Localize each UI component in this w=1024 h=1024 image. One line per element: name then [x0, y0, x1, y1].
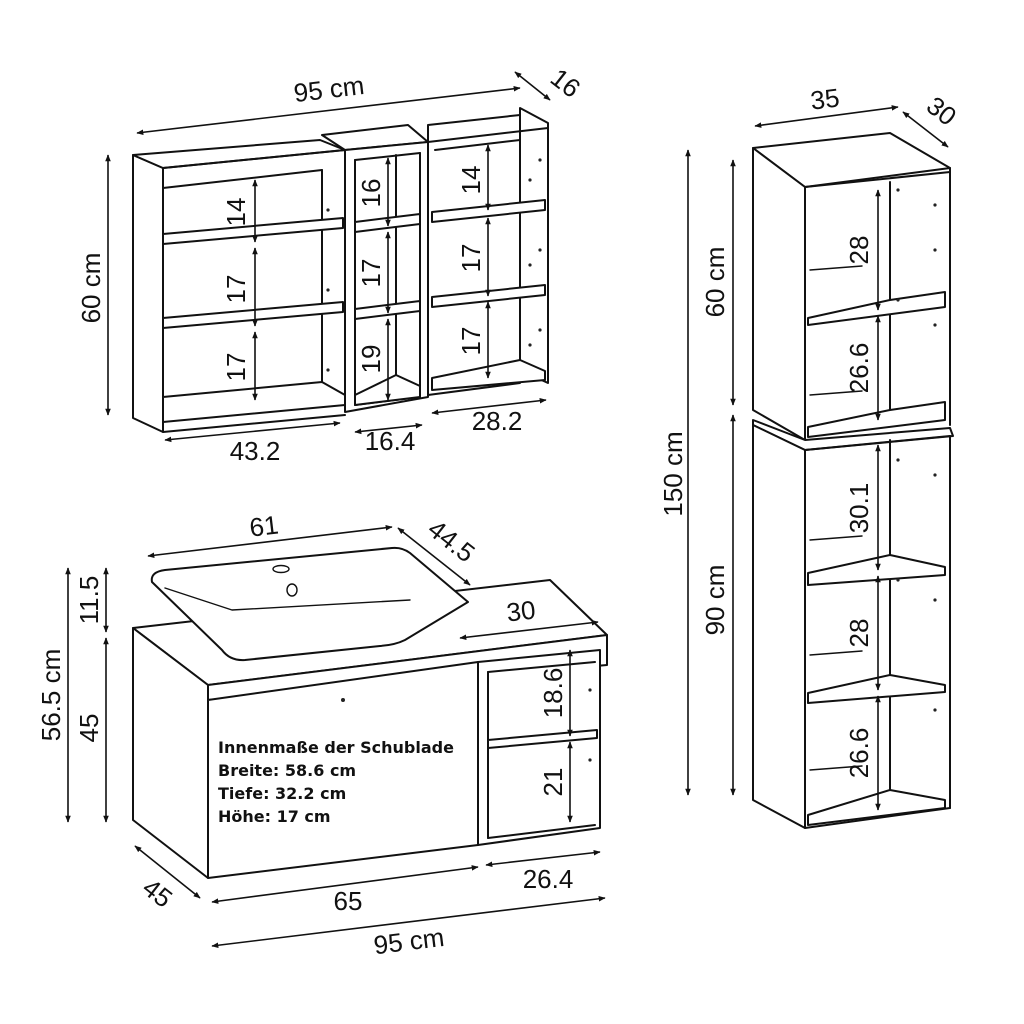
cabinet-depth-label: 30: [921, 90, 962, 131]
shelf-height-label: 60 cm: [76, 253, 106, 324]
shelf-section-width-label: 26.4: [523, 864, 574, 894]
top-depth-label: 30: [505, 594, 537, 627]
cabinet-lower-compartment-3: 26.6: [844, 728, 874, 779]
cabinet-width-label: 35: [809, 82, 841, 115]
cabinet-upper-height-label: 60 cm: [700, 247, 730, 318]
tall-cabinet-lower: [752, 419, 954, 829]
cabinet-upper-compartment-1: 28: [844, 236, 874, 265]
basin-width-label: 61: [248, 509, 280, 542]
drawer-inner-dimensions-note: Innenmaße der Schublade Breite: 58.6 cm …: [218, 738, 454, 826]
shelf-left-compartment-1: 14: [221, 198, 251, 227]
vanity-shelf-compartment-1: 18.6: [538, 668, 568, 719]
shelf-middle-width-label: 16.4: [365, 426, 416, 456]
shelf-left-compartment-2: 17: [221, 275, 251, 304]
cabinet-lower-compartment-1: 30.1: [844, 483, 874, 534]
vanity-total-height-label: 56.5 cm: [36, 649, 66, 742]
cabinet-upper-compartment-2: 26.6: [844, 343, 874, 394]
cabinet-lower-compartment-2: 28: [844, 619, 874, 648]
shelf-right-width-label: 28.2: [472, 406, 523, 436]
shelf-right-compartment-1: 14: [456, 166, 486, 195]
drawer-note-width: Breite: 58.6 cm: [218, 761, 356, 780]
vanity-total-width-label: 95 cm: [372, 922, 446, 960]
shelf-middle-compartment-1: 16: [356, 179, 386, 208]
drawer-note-height: Höhe: 17 cm: [218, 807, 331, 826]
washbasin: [150, 546, 469, 662]
drawer-note-depth: Tiefe: 32.2 cm: [218, 784, 346, 803]
wall-shelf-left-unit: [132, 139, 346, 433]
vanity-shelf-compartment-2: 21: [538, 768, 568, 797]
shelf-right-compartment-2: 17: [456, 244, 486, 273]
cabinet-height-label: 45: [74, 714, 104, 743]
shelf-width-label: 95 cm: [292, 70, 366, 108]
cabinet-lower-height-label: 90 cm: [700, 565, 730, 636]
drawer-width-label: 65: [334, 886, 363, 916]
drawer-front: [207, 661, 479, 879]
shelf-left-compartment-3: 17: [221, 353, 251, 382]
tall-cabinet: 35 30 150 cm 60 cm 90 cm 28 26.6 30.1 28…: [658, 82, 962, 829]
shelf-right-compartment-3: 17: [456, 327, 486, 356]
shelf-middle-compartment-2: 17: [356, 259, 386, 288]
vanity-depth-label: 45: [137, 872, 178, 913]
drawer-note-title: Innenmaße der Schublade: [218, 738, 454, 757]
cabinet-total-height-label: 150 cm: [658, 431, 688, 516]
shelf-depth-label: 16: [545, 62, 586, 103]
shelf-middle-compartment-3: 19: [356, 345, 386, 374]
wall-shelf: 95 cm 16 60 cm 14 17 17 16 17 19 14 17 1…: [76, 62, 586, 466]
basin-height-label: 11.5: [74, 576, 104, 625]
basin-depth-label: 44.5: [422, 514, 480, 569]
vanity-unit: 61 44.5 30 56.5 cm 11.5 45 18.6 21 45 65…: [36, 509, 608, 960]
shelf-left-width-label: 43.2: [230, 436, 281, 466]
